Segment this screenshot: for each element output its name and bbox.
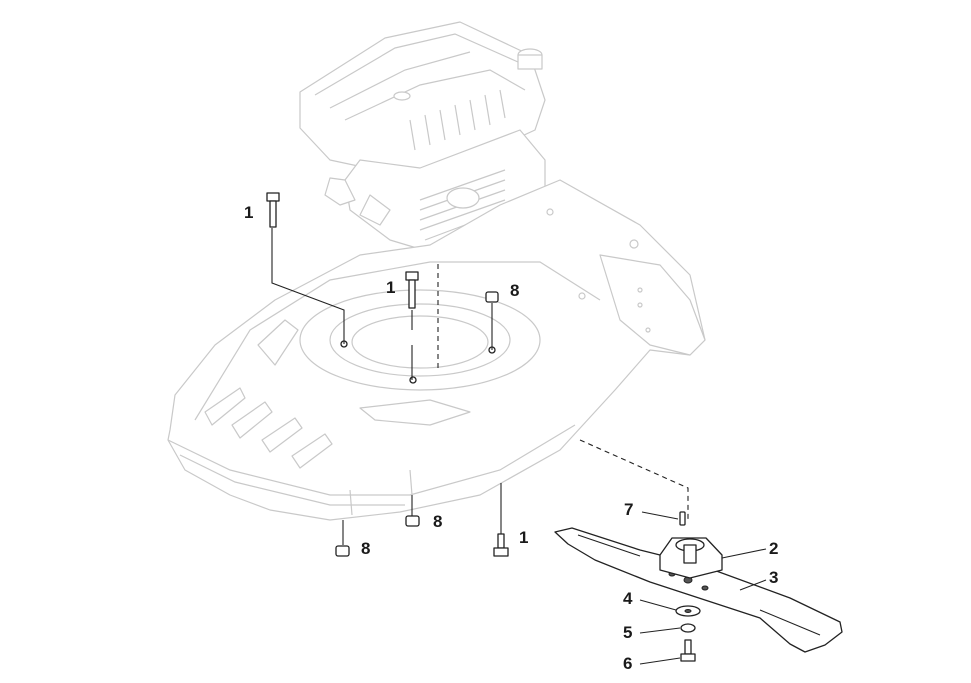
leader-blade-adapter	[721, 548, 767, 559]
callout-blade: 3	[769, 568, 778, 587]
leader-spring-washer	[639, 627, 681, 634]
callout-blade-key: 7	[624, 500, 633, 519]
spring-washer	[680, 623, 696, 633]
engine-bolt-center	[405, 271, 419, 380]
callout-deck-nut-bottom-left: 8	[361, 539, 370, 558]
engine-nut-right	[485, 291, 499, 350]
callout-blade-bolt: 6	[623, 654, 632, 673]
leader-blade	[739, 579, 767, 591]
callout-blade-adapter: 2	[769, 539, 778, 558]
leader-blade-key	[641, 511, 679, 520]
engine-bolt-left	[266, 192, 345, 344]
callout-washer: 4	[623, 589, 633, 608]
callout-engine-bolt-left: 1	[244, 203, 253, 222]
deck-bolt-bottom	[493, 483, 509, 557]
leader-washer	[639, 599, 677, 611]
callout-deck-bolt-bottom: 1	[519, 528, 528, 547]
leader-blade-bolt	[639, 657, 681, 665]
washer	[675, 605, 701, 617]
blade-key	[679, 511, 686, 526]
mower-deck-illustration	[167, 179, 706, 521]
callout-engine-bolt-center: 1	[386, 278, 395, 297]
blade-bolt	[680, 639, 696, 662]
callout-deck-nut-bottom-center: 8	[433, 512, 442, 531]
blade-adapter	[659, 537, 723, 579]
deck-nut-bottom-left	[335, 520, 350, 557]
blade-axis-dashed	[579, 439, 689, 520]
callout-engine-nut-right: 8	[510, 281, 519, 300]
deck-nut-bottom-center	[405, 495, 420, 527]
callout-spring-washer: 5	[623, 623, 632, 642]
